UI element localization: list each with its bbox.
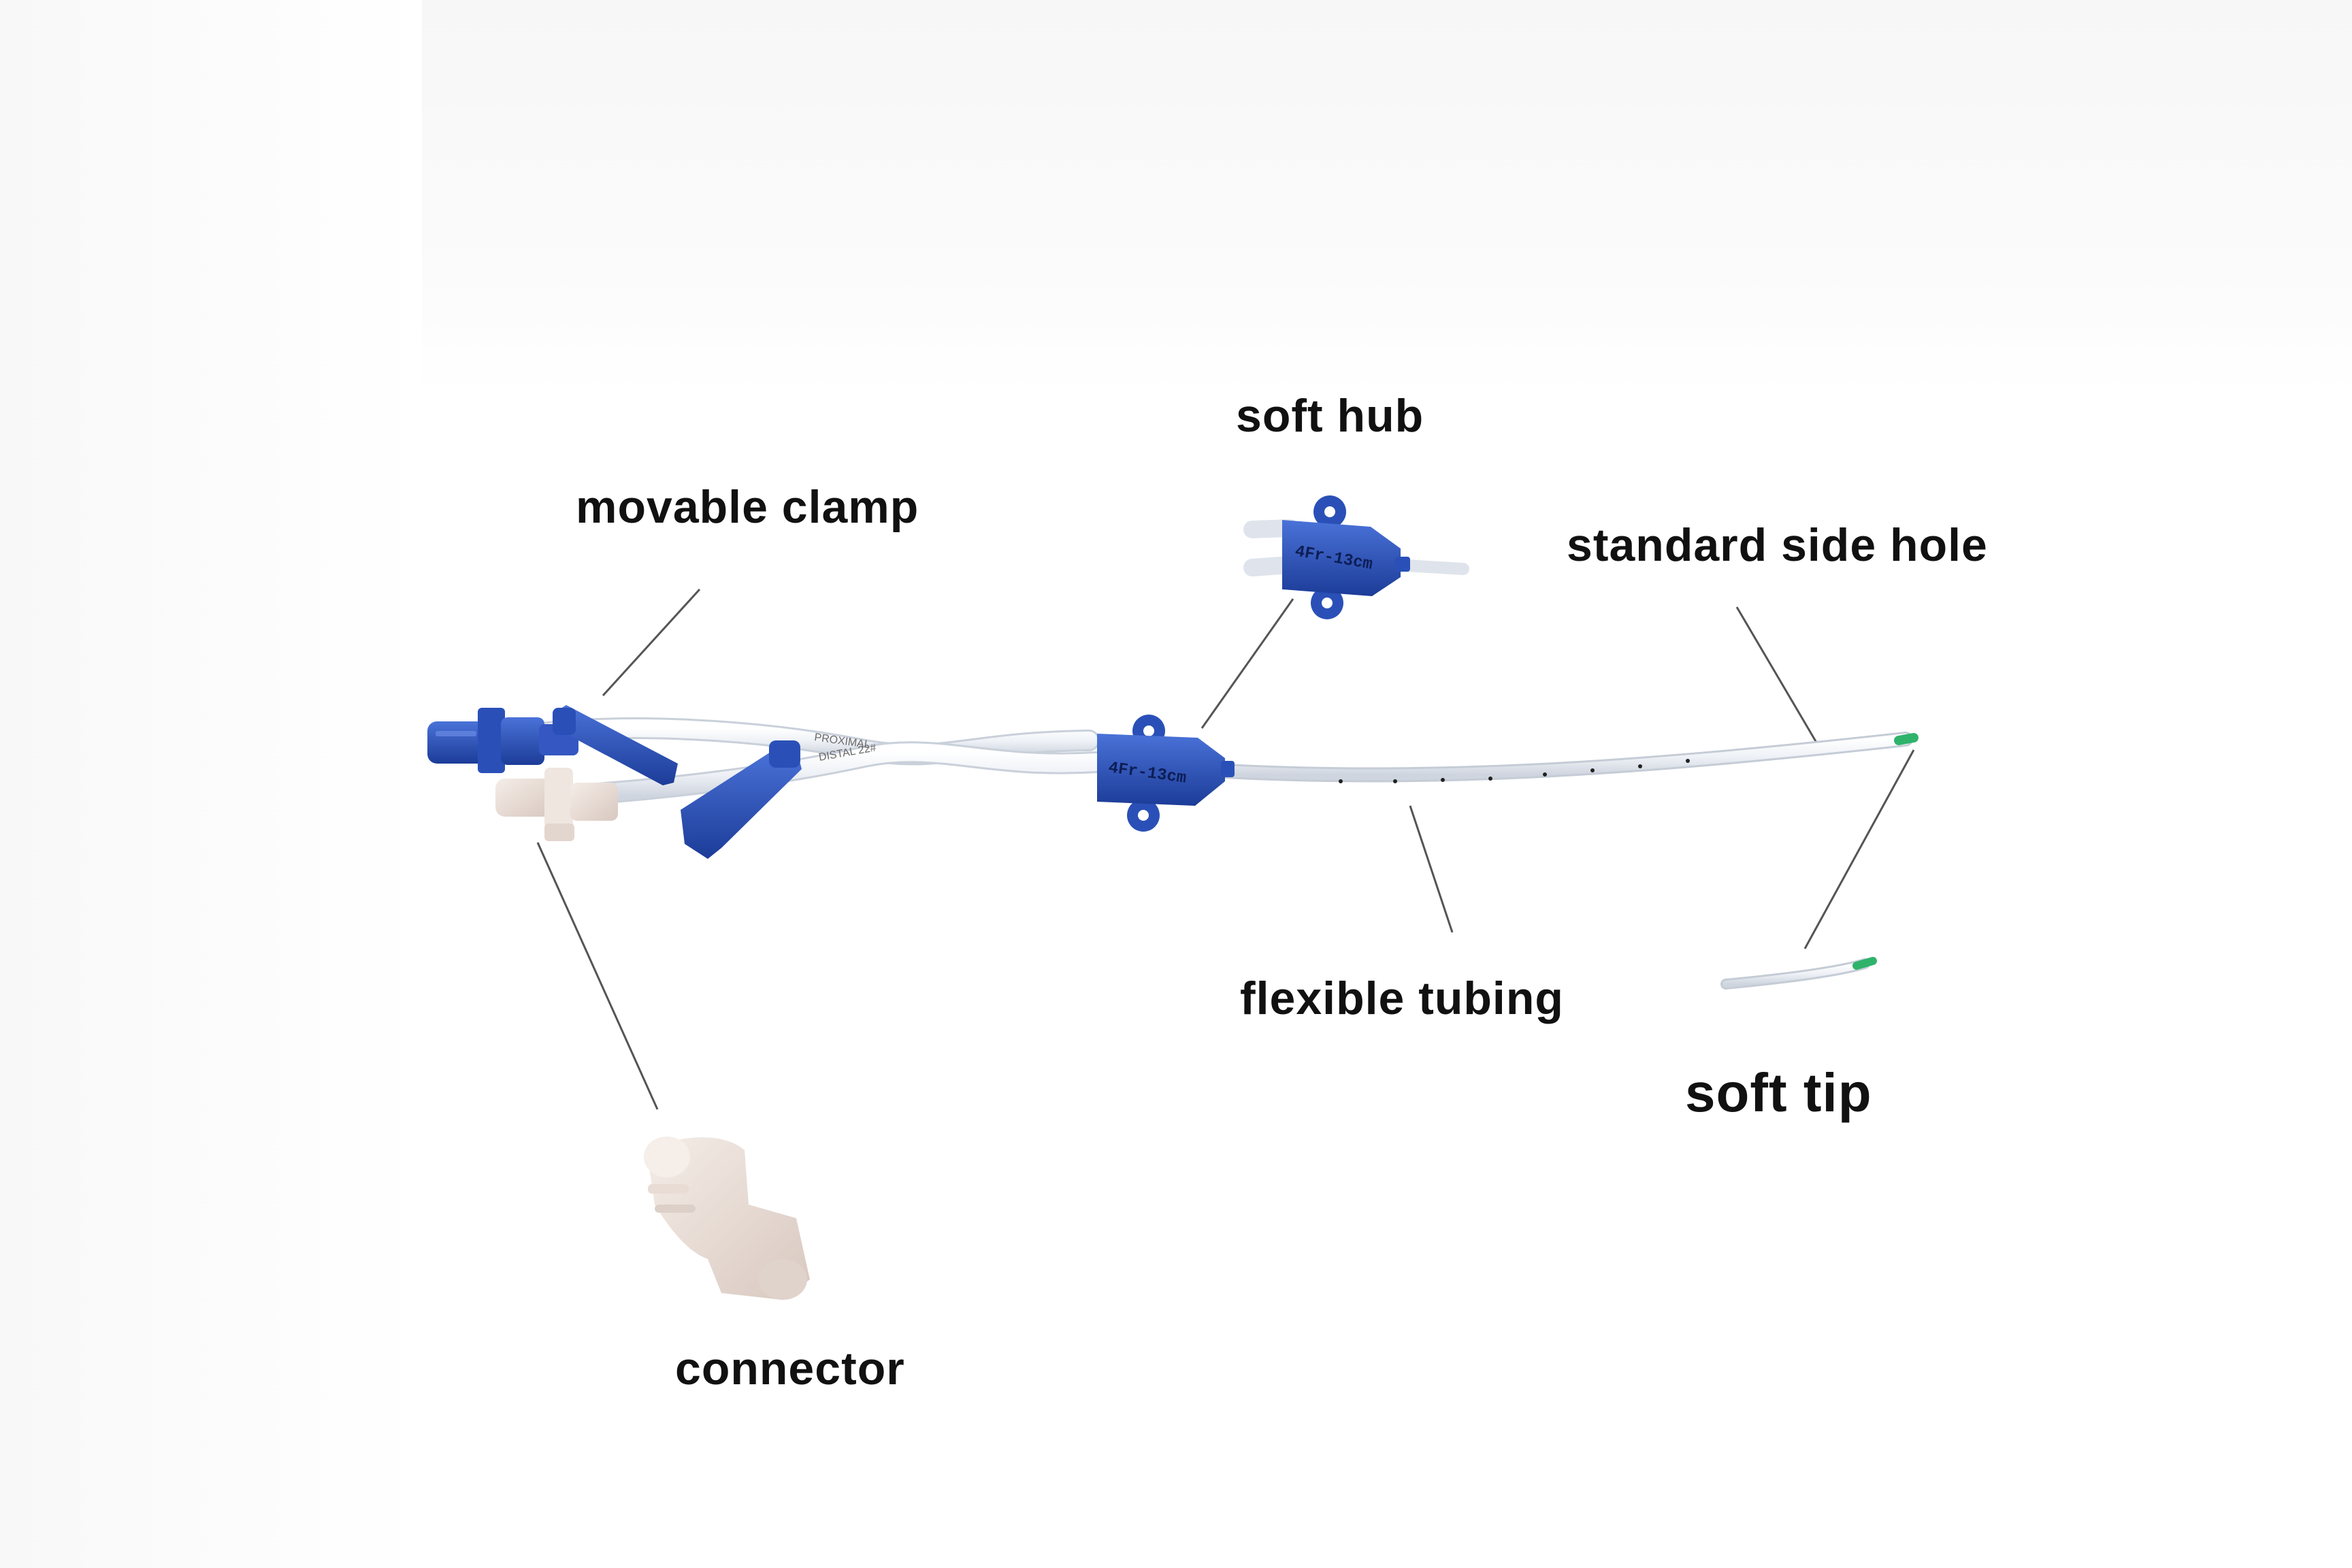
leader-line-movable-clamp [602, 588, 701, 697]
leader-line-standard-side-hole [1735, 606, 1820, 747]
label-soft-hub: soft hub [1236, 390, 1424, 442]
movable-clamp-upper [553, 705, 678, 785]
movable-clamp-lower [681, 740, 802, 859]
soft-tip-sample [1720, 957, 1877, 990]
label-standard-side-hole: standard side hole [1567, 519, 1988, 571]
background-left-shade [0, 0, 422, 1568]
leader-line-soft-tip [1803, 749, 1915, 949]
soft-hub-sample: 4Fr-13cm [1243, 495, 1469, 619]
side-holes [1339, 759, 1690, 783]
leader-line-connector [536, 842, 659, 1110]
label-movable-clamp: movable clamp [576, 481, 919, 533]
leader-line-soft-hub [1200, 598, 1294, 729]
leader-line-flexible-tubing [1409, 805, 1454, 933]
label-flexible-tubing: flexible tubing [1240, 973, 1564, 1024]
white-luer-connector [495, 768, 618, 841]
main-catheter [1204, 732, 1918, 783]
label-connector: connector [675, 1343, 905, 1394]
connector-sample [644, 1137, 810, 1300]
leader-lines [536, 588, 1915, 1110]
soft-hub-on-catheter: 4Fr-13cm [1097, 715, 1235, 832]
label-soft-tip: soft tip [1685, 1062, 1872, 1123]
blue-luer-connector [427, 708, 578, 773]
